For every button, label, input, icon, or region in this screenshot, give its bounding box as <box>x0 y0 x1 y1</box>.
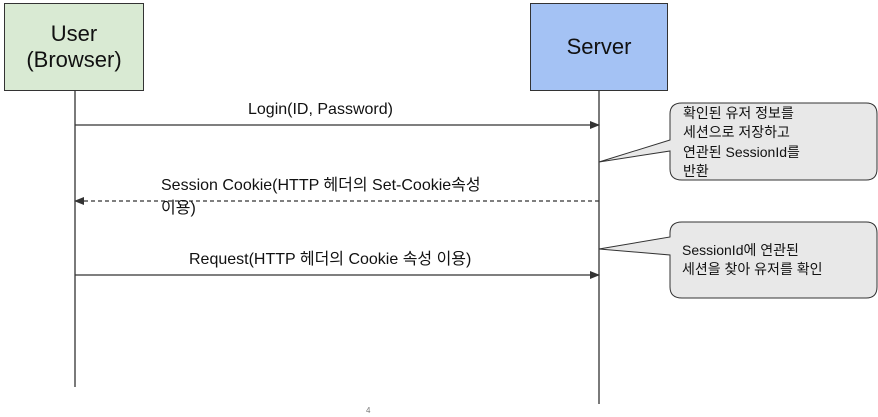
note-1-line2: 세션으로 저장하고 <box>683 124 790 140</box>
actor-user-label-line2: (Browser) <box>26 47 122 72</box>
actor-server-label: Server <box>566 34 632 59</box>
note-callout-1 <box>598 102 878 181</box>
note-1-line3: 연관된 SessionId를 <box>683 144 800 160</box>
note-2-line1: SessionId에 연관된 <box>682 242 799 258</box>
note-1-line4: 반환 <box>683 163 709 179</box>
actor-server: Server <box>530 3 668 91</box>
note-2-line2: 세션을 찾아 유저를 확인 <box>682 261 823 277</box>
message-label-login: Login(ID, Password) <box>248 101 393 118</box>
actor-user-browser: User (Browser) <box>4 3 144 91</box>
actor-user-label-line1: User <box>50 21 98 46</box>
page-number: 4 <box>366 406 371 415</box>
note-callout-2 <box>598 221 878 299</box>
message-label-request: Request(HTTP 헤더의 Cookie 속성 이용) <box>189 251 472 268</box>
message-label-session-cookie-line2: 이용) <box>161 200 196 217</box>
message-label-session-cookie-line1: Session Cookie(HTTP 헤더의 Set-Cookie속성 <box>161 177 481 194</box>
note-1-line1: 확인된 유저 정보를 <box>683 105 794 121</box>
